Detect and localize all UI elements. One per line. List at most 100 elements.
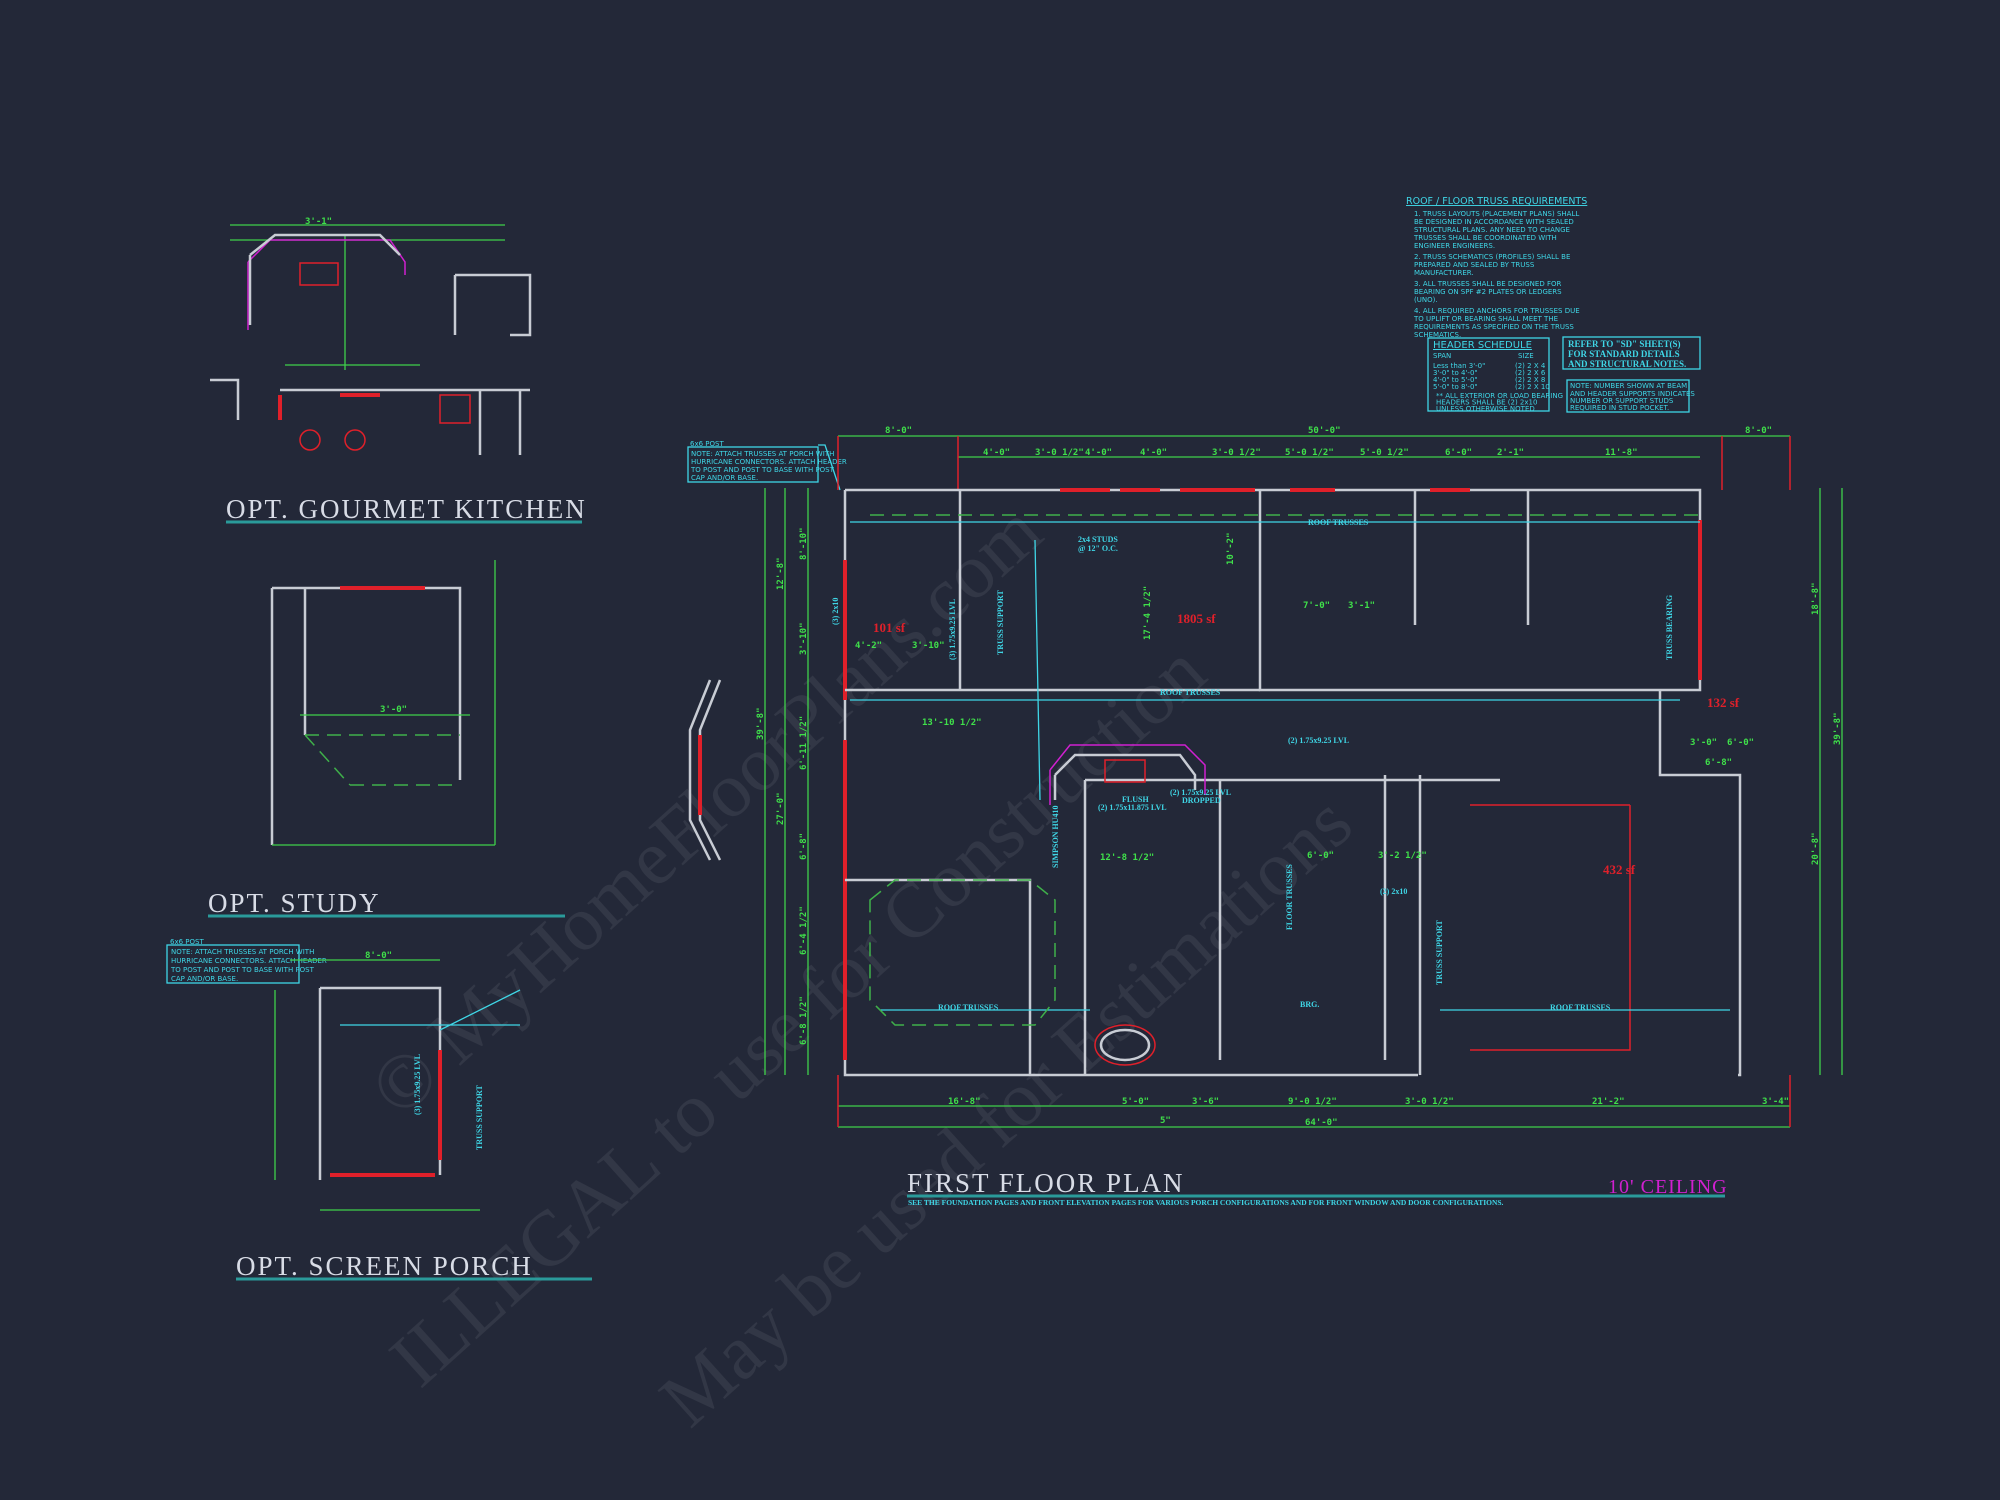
dimension-left: 6'-11 1/2" (799, 716, 809, 770)
stud-note: NOTE: NUMBER SHOWN AT BEAM AND HEADER SU… (1566, 379, 1695, 413)
porch-note-line: CAP AND/OR BASE. (691, 474, 758, 482)
beam-label: DROPPED (1182, 796, 1221, 805)
dimension-bottom: 3'-6" (1192, 1097, 1219, 1107)
dimension-right: 20'-8" (1811, 832, 1821, 865)
dimension-left: 12'-8" (776, 557, 786, 590)
dimension-top-overall: 50'-0" (1308, 426, 1341, 436)
beam-label: FLUSH (1122, 795, 1149, 804)
truss-note-line: PREPARED AND SEALED BY TRUSS (1414, 261, 1535, 269)
truss-note-line: 3. ALL TRUSSES SHALL BE DESIGNED FOR (1414, 280, 1561, 288)
dimension-inner: 10'-2" (1226, 532, 1236, 565)
porch-note-line: HURRICANE CONNECTORS. ATTACH HEADER (171, 957, 327, 965)
truss-note-line: BE DESIGNED IN ACCORDANCE WITH SEALED (1414, 218, 1574, 226)
area-label: 432 sf (1603, 862, 1636, 877)
dimension-inner: 6'-0" (1307, 851, 1334, 861)
porch-note-line: CAP AND/OR BASE. (171, 975, 238, 983)
dimension-left: 27'-0" (776, 792, 786, 825)
notes-heading: ROOF / FLOOR TRUSS REQUIREMENTS (1406, 196, 1587, 207)
stud-line: NOTE: NUMBER SHOWN AT BEAM (1570, 382, 1687, 390)
porch-note-line: HURRICANE CONNECTORS. ATTACH HEADER (691, 458, 847, 466)
schedule-size: (2) 2 X 10 (1515, 383, 1550, 391)
beam-label: TRUSS SUPPORT (475, 1084, 484, 1150)
schedule-footnote: HEADERS SHALL BE (2) 2x10 (1436, 399, 1537, 407)
schedule-span: Less than 3'-0" (1433, 362, 1485, 370)
truss-support-label: TRUSS SUPPORT (996, 589, 1005, 655)
dimension-inner: 6'-8" (1705, 758, 1732, 768)
ceiling-label: 10' CEILING (1608, 1176, 1728, 1198)
dimension-bottom: 3'-0 1/2" (1405, 1097, 1454, 1107)
truss-note-line: 2. TRUSS SCHEMATICS (PROFILES) SHALL BE (1414, 253, 1570, 261)
study-detail: 3'-0" OPT. STUDY (208, 560, 565, 918)
dimension-top: 4'-0" (983, 448, 1010, 458)
gourmet-kitchen-detail: 3'-1" OPT. GOURMET KITCHEN (210, 217, 587, 524)
dimension-inner: 6'-0" (1727, 738, 1754, 748)
dimension-top: 5'-0 1/2" (1285, 448, 1334, 458)
truss-requirements-notes: ROOF / FLOOR TRUSS REQUIREMENTS 1. TRUSS… (1406, 196, 1587, 339)
dimension-left: 3'-10" (799, 622, 809, 655)
screen-porch-title: OPT. SCREEN PORCH (236, 1251, 533, 1281)
truss-note-line: (UNO). (1414, 296, 1438, 304)
stud-line: REQUIRED IN STUD POCKET. (1570, 404, 1669, 412)
watermark-line-1: © MyHomeFloorPlans.com (353, 486, 1057, 1133)
truss-note-line: MANUFACTURER. (1414, 269, 1474, 277)
truss-note-line: 4. ALL REQUIRED ANCHORS FOR TRUSSES DUE (1414, 307, 1580, 315)
header-schedule: HEADER SCHEDULE SPAN SIZE Less than 3'-0… (1427, 337, 1563, 413)
schedule-size: (2) 2 X 4 (1515, 362, 1546, 370)
stud-line: NUMBER OR SUPPORT STUDS (1570, 397, 1674, 405)
porch-note-box (166, 944, 300, 984)
dimension-inner: 17'-4 1/2" (1143, 586, 1153, 640)
dimension-inner: 7'-0" (1303, 601, 1330, 611)
porch-note-post: 6x6 POST (690, 440, 724, 448)
header-schedule-title: HEADER SCHEDULE (1433, 340, 1532, 351)
porch-note-line: TO POST AND POST TO BASE WITH POST (170, 966, 315, 974)
dimension-top: 4'-0" (1085, 448, 1112, 458)
dimension-left: 6'-8 1/2" (799, 996, 809, 1045)
roof-trusses-label: ROOF TRUSSES (1308, 518, 1369, 527)
beam-label: (2) 1.75x9.25 LVL (1170, 788, 1231, 797)
col-span: SPAN (1433, 352, 1451, 360)
area-label: 132 sf (1707, 695, 1740, 710)
dimension-inner: 4'-2" (855, 641, 882, 651)
dimension-inner: 12'-8 1/2" (1100, 853, 1154, 863)
dim: 3'-0" (380, 705, 407, 715)
beam-label: (2) 1.75x11.875 LVL (1098, 803, 1167, 812)
dimension-inner: 3'-2 1/2" (1378, 851, 1427, 861)
dimension-inner: 3'-10" (912, 641, 945, 651)
roof-trusses-label: ROOF TRUSSES (938, 1003, 999, 1012)
dimension-left: 8'-10" (799, 527, 809, 560)
truss-note-line: SCHEMATICS. (1414, 331, 1461, 339)
schedule-span: 3'-0" to 4'-0" (1433, 369, 1478, 377)
roof-trusses-label: ROOF TRUSSES (1550, 1003, 1611, 1012)
floor-trusses-label: FLOOR TRUSSES (1285, 864, 1294, 930)
first-floor-title: FIRST FLOOR PLAN (907, 1168, 1185, 1198)
dim: 8'-0" (365, 951, 392, 961)
truss-note-line: TRUSSES SHALL BE COORDINATED WITH (1413, 234, 1557, 242)
studs-label: 2x4 STUDS (1078, 535, 1118, 544)
porch-note-line: NOTE: ATTACH TRUSSES AT PORCH WITH (171, 948, 314, 956)
refer-line: REFER TO "SD" SHEET(S) (1568, 339, 1680, 349)
truss-note-line: REQUIREMENTS AS SPECIFIED ON THE TRUSS (1414, 323, 1574, 331)
beam-label: (2) 1.75x9.25 LVL (1288, 736, 1349, 745)
schedule-size: (2) 2 X 6 (1515, 369, 1546, 377)
schedule-footnote: ** ALL EXTERIOR OR LOAD BEARING (1436, 392, 1563, 400)
dimension-bottom: 3'-4" (1762, 1097, 1789, 1107)
dimension-inner: 3'-1" (1348, 601, 1375, 611)
gourmet-kitchen-title: OPT. GOURMET KITCHEN (226, 494, 587, 524)
porch-note-post: 6x6 POST (170, 938, 204, 946)
truss-note-line: STRUCTURAL PLANS. ANY NEED TO CHANGE (1414, 226, 1570, 234)
refer-line: FOR STANDARD DETAILS (1568, 349, 1680, 359)
dimension-top: 11'-8" (1605, 448, 1638, 458)
dimension-right: 18'-8" (1811, 582, 1821, 615)
porch-note-box (687, 446, 819, 483)
dimension-top: 3'-0 1/2" (1035, 448, 1084, 458)
schedule-footnote: UNLESS OTHERWISE NOTED (1436, 405, 1535, 413)
dimension-bottom: 16'-8" (948, 1097, 981, 1107)
roof-trusses-label: ROOF TRUSSES (1160, 688, 1221, 697)
dimension-top: 2'-1" (1497, 448, 1524, 458)
refer-line: AND STRUCTURAL NOTES. (1568, 359, 1686, 369)
study-title: OPT. STUDY (208, 888, 381, 918)
dimension-top: 6'-0" (1445, 448, 1472, 458)
dimension-top-overall: 8'-0" (1745, 426, 1772, 436)
truss-bearing-label: TRUSS BEARING (1665, 595, 1674, 660)
